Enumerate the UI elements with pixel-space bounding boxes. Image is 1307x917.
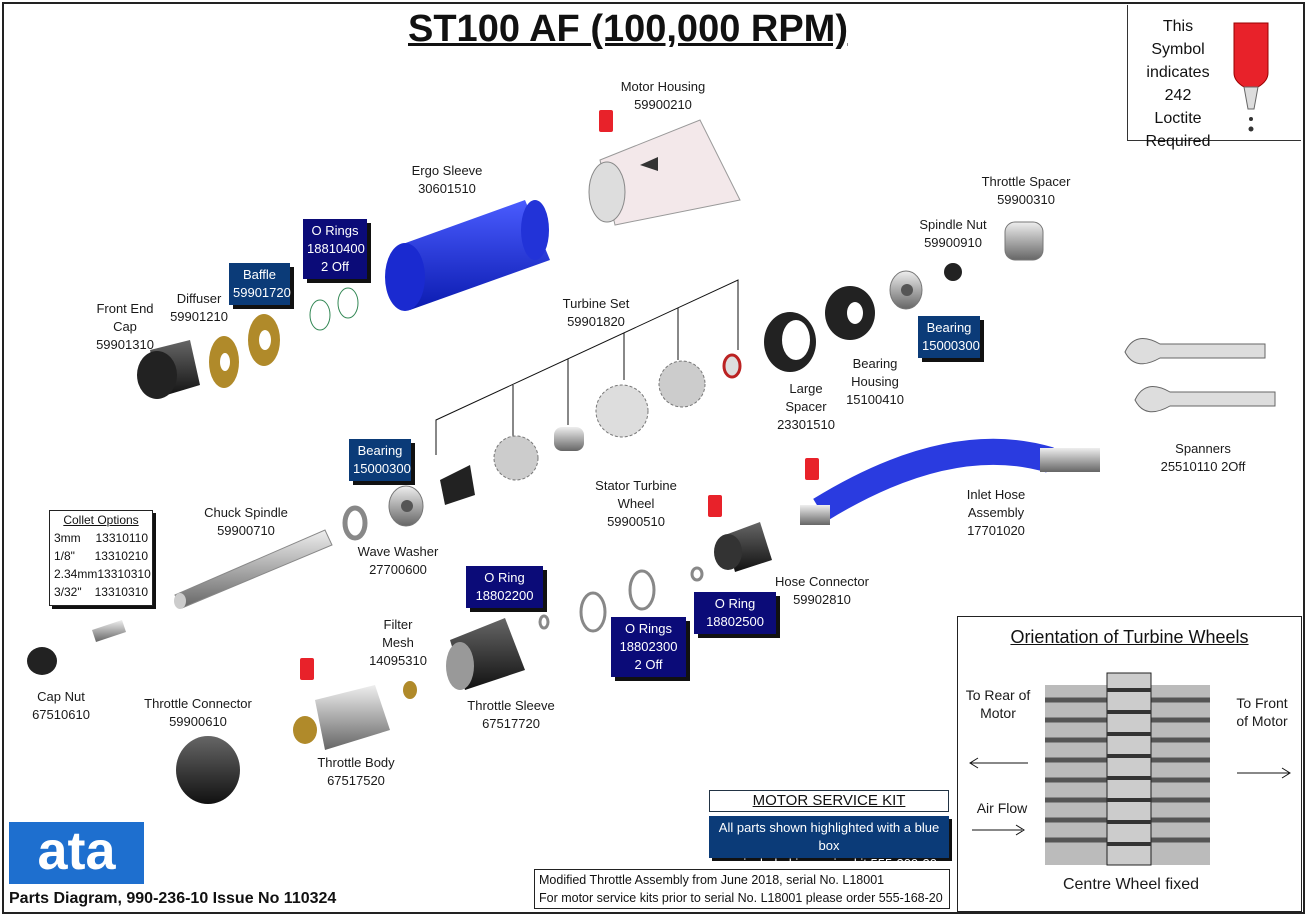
legend-line: 242 — [1164, 87, 1192, 104]
air-flow-label: Air Flow — [976, 800, 1028, 816]
small-o-rings — [538, 566, 704, 633]
spindle-nut-part — [944, 263, 962, 281]
bearing-front-part — [388, 485, 424, 527]
loctite-legend: This Symbol indicates 242 Loctite Requir… — [1127, 5, 1301, 150]
ergo-sleeve-part — [385, 200, 550, 311]
collet-row: 3/32"13310310 — [54, 585, 148, 599]
legend-line: Loctite — [1154, 110, 1202, 127]
baffle-part — [248, 314, 280, 366]
page-title: ST100 AF (100,000 RPM) — [408, 8, 848, 50]
throttle-body-part — [293, 685, 390, 750]
legend-line: indicates — [1146, 64, 1210, 81]
large-spacer-part — [764, 312, 816, 372]
cap-nut-part — [27, 647, 57, 675]
collet-part — [92, 620, 126, 642]
service-kit-title: MOTOR SERVICE KIT — [709, 790, 949, 812]
orientation-title: Orientation of Turbine Wheels — [1010, 627, 1249, 647]
o-rings-part — [309, 287, 359, 331]
service-kit-note: All parts shown highlighted with a blue … — [709, 816, 949, 871]
diffuser-part — [209, 336, 239, 388]
chuck-spindle-part — [174, 529, 333, 609]
motor-housing-part — [588, 119, 741, 226]
modification-note: Modified Throttle Assembly from June 201… — [534, 869, 950, 909]
hose-connector-part — [714, 522, 772, 572]
turbine-set-leader — [435, 279, 739, 455]
collet-options-title: Collet Options — [63, 513, 139, 527]
collet-row: 1/8"13310210 — [54, 549, 148, 563]
bearing-housing-part — [825, 286, 875, 340]
throttle-spacer-part — [1004, 221, 1044, 261]
filter-mesh-part — [403, 681, 417, 699]
airflow-arrows — [969, 757, 1291, 836]
loctite-bottle-icon — [1233, 22, 1269, 132]
legend-line: Required — [1145, 133, 1211, 150]
throttle-connector-part — [176, 736, 240, 804]
ata-logo: ata — [9, 822, 144, 884]
orientation-wheels — [1045, 672, 1210, 866]
loctite-marker-icons — [300, 110, 819, 680]
turbine-set-parts — [440, 353, 742, 505]
spanners-part — [1124, 338, 1276, 413]
turbine-orientation-panel: Orientation of Turbine Wheels — [957, 616, 1302, 912]
footer-caption: Parts Diagram, 990-236-10 Issue No 11032… — [9, 890, 337, 907]
centre-wheel-caption: Centre Wheel fixed — [1062, 876, 1200, 893]
front-end-cap-part — [137, 340, 200, 399]
wave-washer-part — [342, 505, 368, 541]
bearing-rear-part — [889, 270, 923, 310]
legend-line: This Symbol — [1151, 18, 1205, 58]
throttle-sleeve-part — [446, 618, 525, 690]
inlet-hose-part — [800, 438, 1100, 525]
